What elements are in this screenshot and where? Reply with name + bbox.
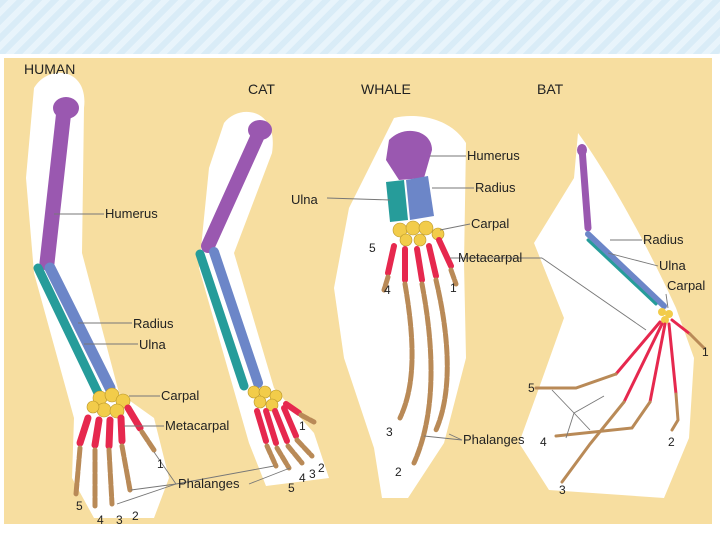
- whale-digit-4: 4: [384, 283, 391, 297]
- human-humerus-label: Humerus: [105, 206, 158, 221]
- bat-ulna-label: Ulna: [659, 258, 687, 273]
- cat-digit-1: 1: [299, 419, 306, 433]
- title-cat: CAT: [248, 81, 275, 97]
- bat-digit-4: 4: [540, 435, 547, 449]
- human-humerus-head: [53, 97, 79, 119]
- human-digit-1: 1: [157, 457, 164, 471]
- bat-radius-label: Radius: [643, 232, 684, 247]
- whale-ulna-label: Ulna: [291, 192, 319, 207]
- cat-digit-3: 3: [309, 467, 316, 481]
- whale-digit-2: 2: [395, 465, 402, 479]
- whale-digit-3: 3: [386, 425, 393, 439]
- human-metacarpal-label: Metacarpal: [165, 418, 229, 433]
- bat-digit-1: 1: [702, 345, 709, 359]
- human-digit-5: 5: [76, 499, 83, 513]
- human-digit-3: 3: [116, 513, 123, 524]
- human-carpal-label: Carpal: [161, 388, 199, 403]
- human-digit-2: 2: [132, 509, 139, 523]
- whale-carpal-label: Carpal: [471, 216, 509, 231]
- bat-digit-5: 5: [528, 381, 535, 395]
- human-digit-4: 4: [97, 513, 104, 524]
- whale-digit-1: 1: [450, 281, 457, 295]
- human-phalanges-label: Phalanges: [178, 476, 240, 491]
- bat-carpal-label: Carpal: [667, 278, 705, 293]
- cat-digit-5: 5: [288, 481, 295, 495]
- human-ulna-label: Ulna: [139, 337, 167, 352]
- bat-humerus-head: [577, 144, 587, 156]
- whale-phalanges-label: Phalanges: [463, 432, 525, 447]
- homologous-limbs-figure: HUMAN CAT WHALE BAT Humerus Radius Ulna …: [4, 58, 712, 524]
- title-bat: BAT: [537, 81, 564, 97]
- whale-radius-label: Radius: [475, 180, 516, 195]
- whale-humerus-label: Humerus: [467, 148, 520, 163]
- title-whale: WHALE: [361, 81, 411, 97]
- whale-digit-5: 5: [369, 241, 376, 255]
- header-banner: [0, 0, 720, 54]
- human-radius-label: Radius: [133, 316, 174, 331]
- cat-digit-2: 2: [318, 461, 325, 475]
- cat-humerus-head: [248, 120, 272, 140]
- bat-digit-2: 2: [668, 435, 675, 449]
- cat-digit-4: 4: [299, 471, 306, 485]
- title-human: HUMAN: [24, 61, 75, 77]
- bat-digit-3: 3: [559, 483, 566, 497]
- whale-metacarpal-label: Metacarpal: [458, 250, 522, 265]
